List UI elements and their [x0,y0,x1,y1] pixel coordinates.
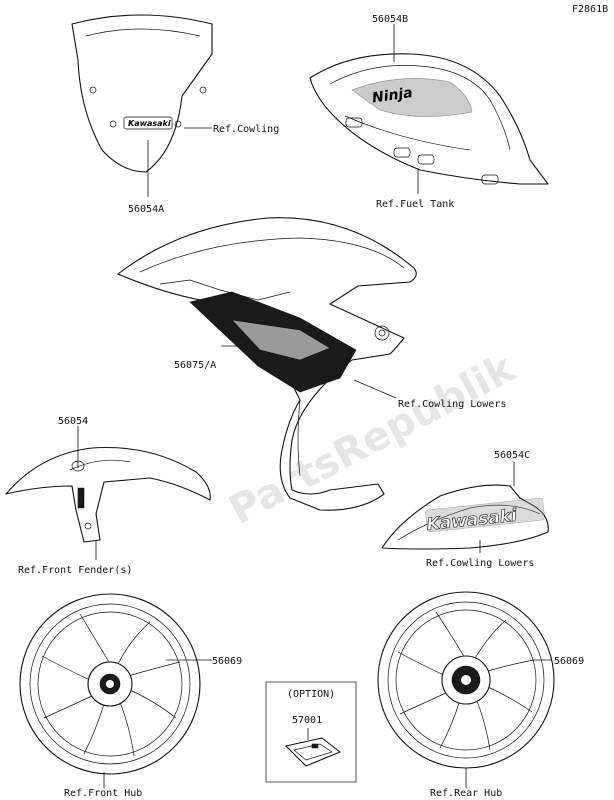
label-56075A: 56075/A [174,360,216,371]
label-56054A: 56054A [128,204,164,215]
label-ref-rear-hub: Ref.Rear Hub [430,788,502,799]
label-ref-cowling-lowers-2: Ref.Cowling Lowers [426,558,534,569]
label-ref-cowling-lowers-1: Ref.Cowling Lowers [398,399,506,410]
label-ref-front-hub: Ref.Front Hub [64,788,142,799]
fuel-tank-diagram[interactable]: Ninja [309,53,549,185]
windshield-decal-text: Kawasaki [128,119,171,128]
label-56069-rear: 56069 [554,656,584,667]
front-wheel-diagram[interactable] [19,593,201,775]
lower-cowling-diagram[interactable]: Kawasaki [381,484,549,550]
side-cowling-diagram[interactable] [117,217,417,511]
label-56054C: 56054C [494,450,530,461]
label-ref-cowling: Ref.Cowling [213,124,279,135]
label-option: (OPTION) [287,689,335,700]
windshield-diagram[interactable]: Kawasaki [71,14,213,173]
tank-decal-text: Ninja [371,85,414,107]
label-ref-fuel-tank: Ref.Fuel Tank [376,199,454,210]
label-57001: 57001 [292,715,322,726]
option-box[interactable] [265,681,357,783]
front-fender-diagram[interactable] [5,446,211,543]
label-ref-front-fender: Ref.Front Fender(s) [18,565,132,576]
label-56054: 56054 [58,416,88,427]
label-56069-front: 56069 [212,656,242,667]
rear-wheel-diagram[interactable] [377,591,555,769]
label-56054B: 56054B [372,14,408,25]
figure-id: F2861B [572,4,608,15]
